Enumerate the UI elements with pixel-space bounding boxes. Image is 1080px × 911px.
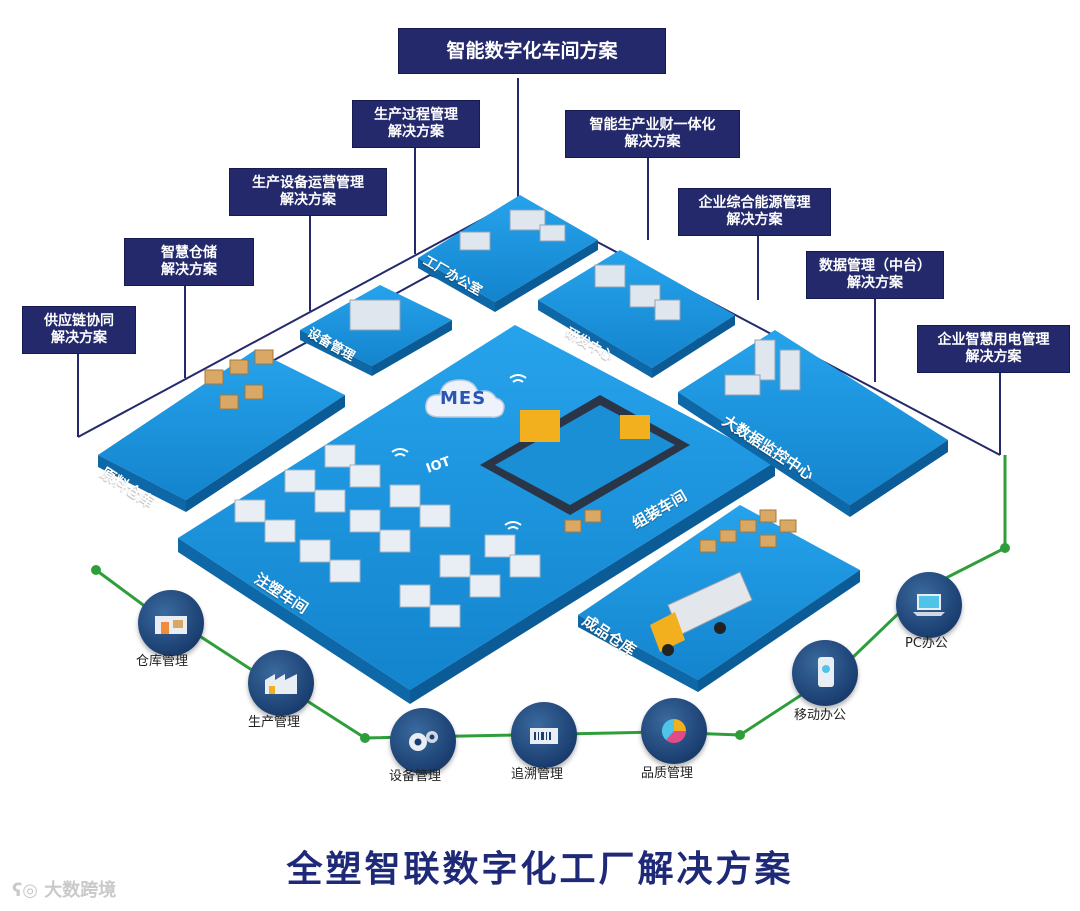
gear-icon: [409, 731, 438, 751]
trace-icon: [530, 728, 558, 744]
node-label-warehouse: 仓库管理: [136, 654, 189, 669]
truck: [650, 571, 753, 656]
solution-line1: 企业综合能源管理: [698, 195, 811, 212]
production-node: [248, 650, 314, 716]
injection-machines: [234, 444, 541, 628]
bigdata-platform: [678, 330, 948, 517]
wifi-signal-icons: [391, 374, 527, 530]
office-platform: [418, 195, 598, 312]
mobile-node: [792, 640, 858, 706]
solution-line2: 解决方案: [965, 349, 1022, 365]
top-solution-label: 智能数字化车间方案: [446, 39, 618, 62]
rnd-equipment: [594, 264, 681, 321]
solution-line1: 生产过程管理: [374, 107, 458, 124]
page-title: 全塑智联数字化工厂解决方案: [286, 849, 794, 890]
equipment-console: [349, 299, 401, 331]
trace-node: [511, 702, 577, 768]
warehouse-node: [138, 590, 204, 656]
server-racks: [724, 339, 801, 396]
factory-icon: [265, 674, 297, 694]
laptop-icon: [913, 594, 945, 616]
solution-line1: 生产设备运营管理: [252, 175, 364, 192]
solution-box-smart-warehouse: 智慧仓储 解决方案: [124, 238, 254, 286]
assembly-line: [480, 395, 690, 515]
solution-line2: 解决方案: [847, 275, 903, 291]
watermark-logo-icon: ʕ◎: [12, 880, 45, 901]
solution-line1: 智慧仓储: [161, 245, 217, 262]
solution-line2: 解决方案: [51, 330, 107, 346]
solution-line2: 解决方案: [624, 134, 681, 150]
boxes: [204, 349, 797, 553]
raw-warehouse-platform: [98, 350, 345, 512]
solution-line2: 解决方案: [726, 212, 783, 228]
solution-box-supply-chain: 供应链协同 解决方案: [22, 306, 136, 354]
solution-line2: 解决方案: [280, 192, 336, 208]
mes-cloud-icon: [425, 379, 505, 418]
solution-line2: 解决方案: [388, 124, 444, 140]
node-label-equipment: 设备管理: [389, 769, 442, 784]
warehouse-icon: [155, 616, 187, 634]
node-label-mobile: 移动办公: [794, 708, 847, 723]
solution-box-finance-integration: 智能生产业财一体化 解决方案: [565, 110, 740, 158]
solution-box-energy: 企业综合能源管理 解决方案: [678, 188, 831, 236]
rnd-platform: [538, 250, 735, 378]
solution-line1: 智能生产业财一体化: [589, 117, 716, 134]
node-label-production: 生产管理: [248, 715, 301, 730]
mobile-icon: [818, 657, 834, 687]
solution-line1: 供应链协同: [44, 313, 114, 330]
office-desks: [459, 209, 566, 251]
watermark: ʕ◎ 大数跨境: [12, 876, 116, 902]
watermark-text: 大数跨境: [44, 880, 117, 901]
solution-line1: 企业智慧用电管理: [937, 332, 1050, 349]
solution-line2: 解决方案: [161, 262, 217, 278]
solution-line1: 数据管理（中台）: [819, 258, 931, 275]
pc-node: [896, 572, 962, 638]
mes-label: MES: [440, 388, 487, 409]
solution-box-electricity: 企业智慧用电管理 解决方案: [917, 325, 1070, 373]
solution-box-process: 生产过程管理 解决方案: [352, 100, 480, 148]
quality-node: [641, 698, 707, 764]
node-label-trace: 追溯管理: [511, 767, 564, 782]
equipment-node: [390, 708, 456, 774]
solution-box-equipment-ops: 生产设备运营管理 解决方案: [229, 168, 387, 216]
node-label-pc: PC办公: [905, 636, 948, 651]
quality-chart-icon: [661, 718, 687, 744]
node-label-quality: 品质管理: [641, 766, 694, 781]
network-dots: [91, 543, 1010, 743]
solution-box-data-platform: 数据管理（中台） 解决方案: [806, 251, 944, 299]
top-solution-box: 智能数字化车间方案: [398, 28, 666, 74]
